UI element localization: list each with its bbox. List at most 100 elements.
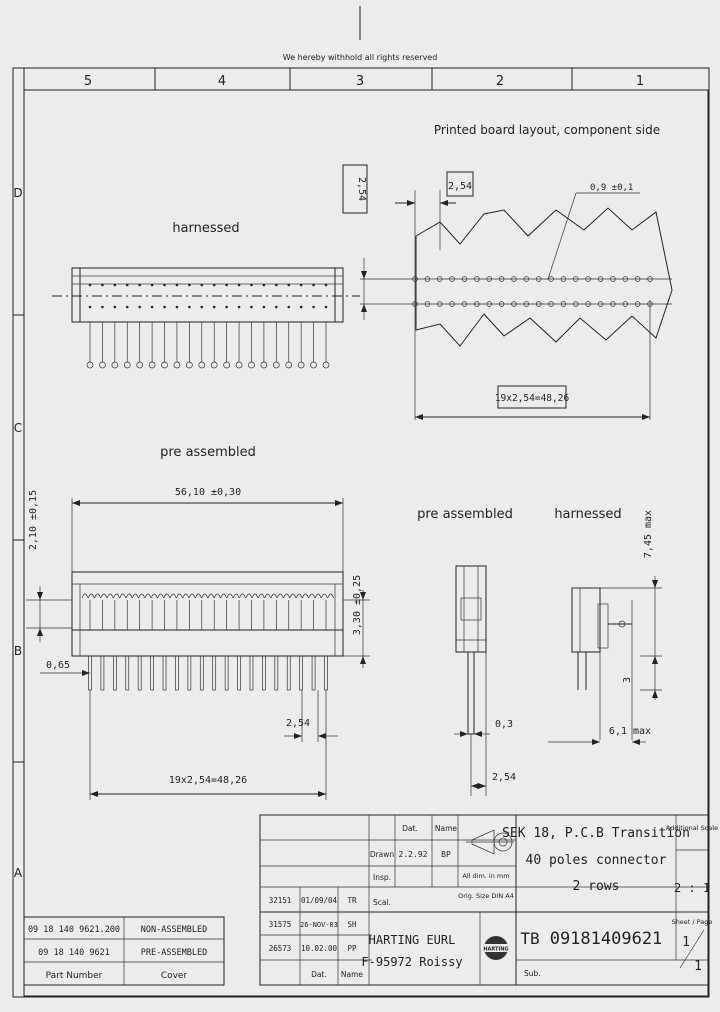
contact-dot <box>163 305 166 309</box>
wire-end <box>173 361 181 369</box>
title-line-3: 2 rows <box>573 879 620 894</box>
pcb-hole <box>535 301 542 307</box>
contact-dot <box>324 283 328 287</box>
comb-tooth <box>106 593 114 599</box>
pcb-hole <box>436 301 443 307</box>
contact-dot <box>262 283 266 287</box>
contact-dot <box>287 305 291 309</box>
comb-tooth <box>94 593 101 599</box>
comb-tooth <box>327 593 335 599</box>
pcb-hole <box>548 276 554 282</box>
comb-tooth <box>308 593 316 599</box>
connector-pin <box>125 655 130 691</box>
wire-end <box>123 361 131 369</box>
contact-dot <box>138 305 141 309</box>
rev-no: 32151 <box>269 896 292 905</box>
comb-tooth <box>289 593 297 599</box>
rev-label: Sub. <box>524 969 541 978</box>
pcb-hole <box>474 276 480 282</box>
connector-pin <box>224 655 229 691</box>
parts-list: 09 18 140 9621.200 NON-ASSEMBLED 09 18 1… <box>23 916 225 986</box>
company-address: F-95972 Roissy <box>361 955 462 969</box>
wire-end <box>99 361 106 369</box>
connector-pin <box>199 655 204 691</box>
pcb-hole <box>560 301 567 307</box>
column-label: 4 <box>218 74 226 89</box>
connector-pin <box>311 655 316 691</box>
comb-tooth <box>132 593 139 599</box>
contact-dot <box>175 283 179 287</box>
contact-dot <box>225 283 228 287</box>
sheet-label: Sheet / Page <box>672 918 713 926</box>
title-block: Dat. Name Drawn 2.2.92 BP Insp. Scal. Al… <box>259 814 718 986</box>
column-label: 2 <box>496 74 504 89</box>
row-scale-label: Scal. <box>373 898 391 907</box>
contact-dot <box>101 283 104 287</box>
pcb-hole <box>548 301 554 307</box>
pcb-layout-view: 2,54 2,54 0,9 ±0,1 19x2,54=48,26 <box>342 164 673 420</box>
dim-pitch-vertical: 2,54 <box>356 177 367 201</box>
pcb-hole <box>424 301 431 307</box>
wire-end <box>198 361 206 369</box>
wire-end <box>248 361 255 369</box>
connector-pin <box>112 655 117 691</box>
rev-no: 26573 <box>269 944 292 953</box>
contact-dot <box>113 305 117 309</box>
comb-tooth <box>321 593 328 599</box>
contact-dot <box>175 305 179 309</box>
connector-pin <box>274 655 279 691</box>
comb-tooth <box>195 593 202 599</box>
comb-tooth <box>100 593 108 599</box>
connector-pin <box>249 655 254 691</box>
wire-end <box>310 361 317 369</box>
wire-end <box>260 361 268 369</box>
dim-h2: 3,30 ±0,25 <box>352 575 363 635</box>
contact-dot <box>150 305 154 309</box>
pcb-hole <box>585 301 591 307</box>
comb-tooth <box>220 593 227 599</box>
wire-end <box>285 361 293 369</box>
connector-pin <box>187 655 192 691</box>
drawing-frame <box>12 6 710 998</box>
row-insp-label: Insp. <box>373 873 391 882</box>
connector-pin <box>175 655 179 691</box>
hdr-date: Dat. <box>402 824 418 833</box>
contact-dot <box>125 305 129 309</box>
pcb-hole <box>647 276 653 282</box>
drawing-number: 09181409621 <box>550 929 663 949</box>
part-number: 09 18 140 9621.200 <box>28 925 120 935</box>
contact-dot <box>212 283 216 287</box>
harting-logo: HARTING <box>483 936 509 960</box>
wire-end <box>186 361 193 369</box>
connector-pin <box>237 655 241 691</box>
row-label: D <box>13 186 22 200</box>
pcb-hole <box>597 276 604 282</box>
pcb-hole <box>647 301 653 307</box>
contact-dot <box>312 283 315 287</box>
scale-value: 2 : 1 <box>674 881 710 895</box>
contact-dot <box>200 305 204 309</box>
connector-pin <box>100 655 105 691</box>
row-drawn-label: Drawn <box>370 850 395 859</box>
dim-span-pcb: 19x2,54=48,26 <box>495 393 570 404</box>
rev-no: 31575 <box>269 920 292 929</box>
sheet-number: 1 <box>682 935 690 950</box>
harnessed-connector-view <box>52 267 360 369</box>
contact-dot <box>163 283 166 287</box>
comb-tooth <box>302 593 309 599</box>
contact-dot <box>237 305 241 309</box>
comb-tooth <box>144 593 152 599</box>
rev-name: SH <box>347 920 357 929</box>
comb-tooth <box>295 593 303 599</box>
pcb-hole <box>535 276 542 282</box>
connector-pin <box>212 655 217 691</box>
pcb-hole <box>424 276 431 282</box>
comb-tooth <box>87 593 95 599</box>
pcb-hole <box>498 301 505 307</box>
dim-h1: 2,10 ±0,15 <box>28 490 39 550</box>
wire-end <box>161 361 168 369</box>
connector-pin <box>324 655 328 691</box>
contact-dot <box>237 283 241 287</box>
view-title-pcb-layout: Printed board layout, component side <box>434 123 660 137</box>
contact-dot <box>125 283 129 287</box>
